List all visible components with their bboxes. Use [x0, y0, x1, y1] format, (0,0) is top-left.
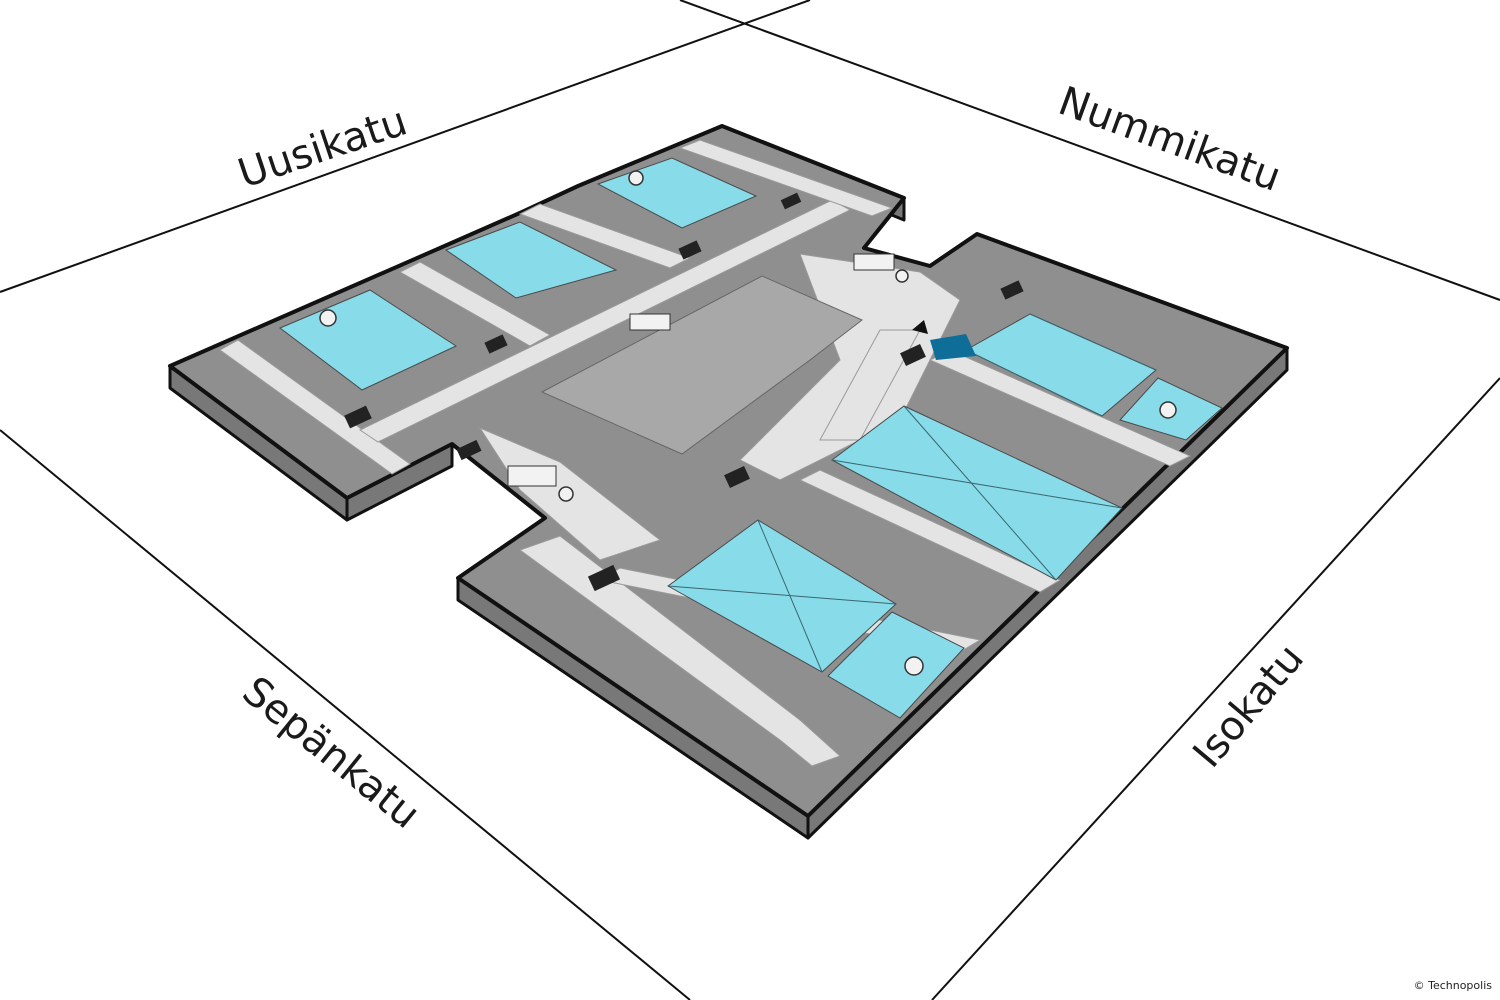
street-label-nummikatu: Nummikatu: [1053, 78, 1287, 201]
toilet-icon: [628, 170, 644, 186]
street-line-uusikatu: [0, 0, 811, 293]
corridor-west-wing: [219, 339, 411, 475]
service-blocks: [344, 192, 1024, 592]
atrium: [540, 275, 863, 455]
toilet-icon: [319, 309, 337, 327]
toilet-icon: [558, 486, 574, 502]
toilet-icon: [895, 269, 909, 283]
room-north-1: [444, 221, 618, 299]
floor-outline: [168, 124, 1289, 818]
accent-zone: [930, 334, 976, 360]
toilet-icon: [1159, 401, 1177, 419]
street-label-isokatu: Isokatu: [1184, 636, 1313, 777]
stair-icon: [629, 313, 671, 331]
corridor-north-1: [398, 261, 552, 347]
room-south-b: [827, 611, 965, 719]
building-floor: [168, 124, 1289, 818]
corridor-spine: [358, 199, 852, 443]
corridor-core: [739, 253, 961, 481]
street-line-nummikatu: [679, 0, 1500, 301]
street-line-isokatu: [931, 377, 1500, 1000]
corridor-north-3: [678, 139, 894, 217]
street-line-sepankatu: [0, 429, 691, 1000]
atrium-area: [540, 275, 863, 455]
copyright-credit: © Technopolis: [1413, 979, 1492, 992]
corridor-north-2: [518, 203, 692, 269]
stair-symbols: [507, 253, 895, 487]
street-label-uusikatu: Uusikatu: [233, 98, 413, 197]
corridors: [219, 139, 1192, 767]
corridor-east-2: [798, 469, 1062, 593]
street-label-sepankatu: Sepänkatu: [234, 668, 429, 838]
stair-icon: [507, 465, 557, 487]
corridor-south-spine: [518, 535, 841, 767]
toilet-icon: [904, 656, 924, 676]
toilet-symbols: [319, 170, 1177, 676]
room-details: [667, 313, 1157, 673]
stair-icon: [853, 253, 895, 271]
entrance-arrow-icon: [912, 320, 928, 334]
